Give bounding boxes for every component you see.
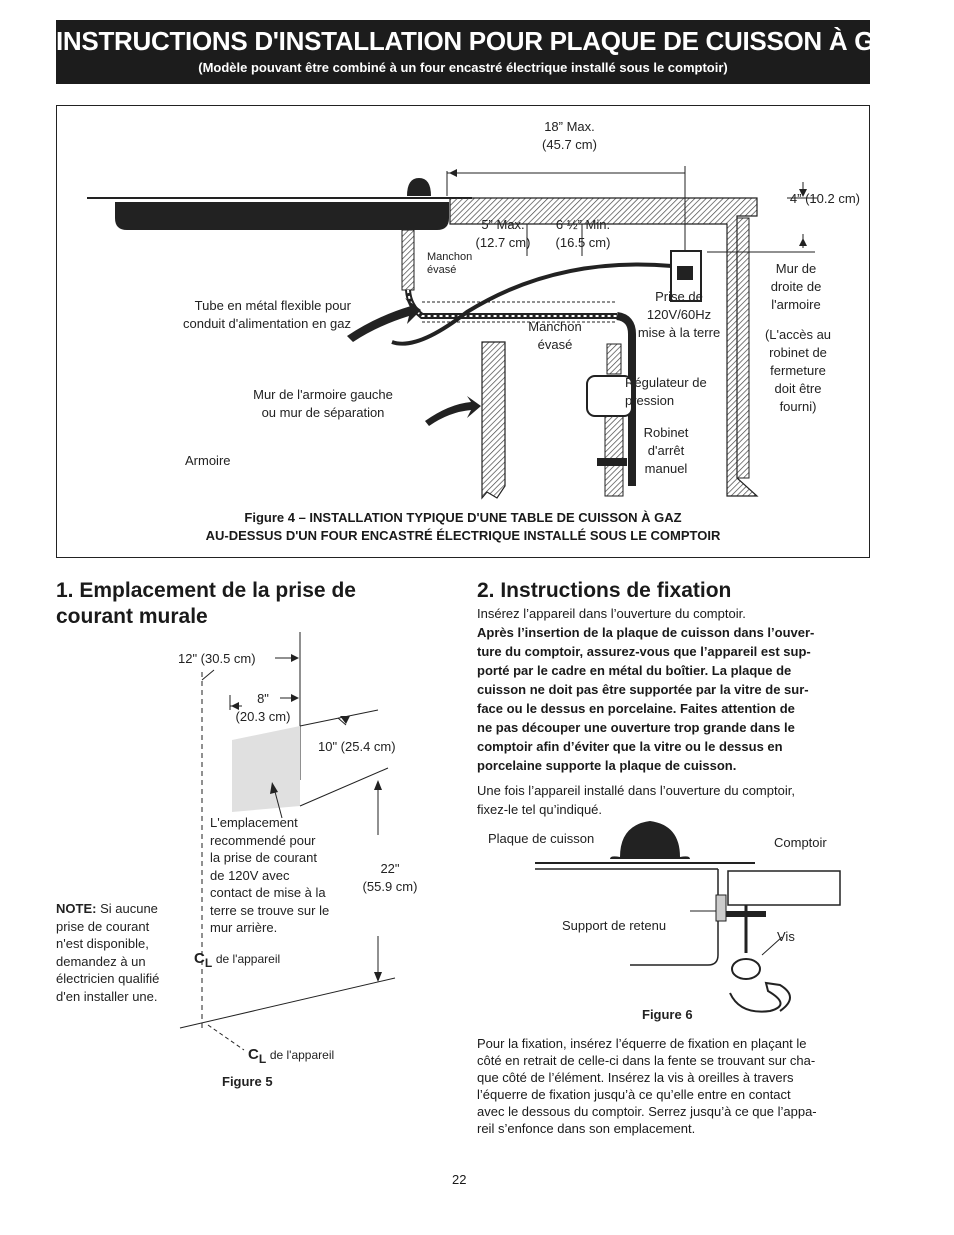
countertop-block — [727, 870, 841, 906]
dim-12-label: 12" (30.5 cm) — [178, 651, 256, 666]
dim-10-label: 10" (25.4 cm) — [318, 739, 396, 754]
dim-5-label: 5” Max.(12.7 cm) — [475, 217, 531, 250]
section-2-final-text: Pour la fixation, insérez l’équerre de f… — [477, 1036, 817, 1136]
thumb-screw — [731, 958, 761, 980]
fig6-countertop-label: Comptoir — [774, 835, 827, 850]
section-2-heading: 2. Instructions de fixation — [477, 579, 732, 602]
cooktop-body — [115, 202, 449, 230]
electrical-outlet — [670, 250, 702, 302]
figure-5-drawing — [179, 632, 396, 1051]
flare-fitting-1 — [401, 229, 415, 291]
figure-4-drawing — [87, 166, 817, 500]
recommended-outlet-zone — [232, 726, 300, 812]
dim-18-label: 18” Max.(45.7 cm) — [542, 119, 597, 152]
section-2-warning: Après l’insertion de la plaque de cuisso… — [477, 625, 815, 773]
figure-6-caption: Figure 6 — [642, 1007, 693, 1022]
note-label: NOTE: — [56, 901, 97, 916]
page-title: INSTRUCTIONS D'INSTALLATION POUR PLAQUE … — [56, 26, 909, 56]
cabinet-label: Armoire — [185, 453, 231, 468]
figure-4-installation: 18” Max.(45.7 cm) 4” (10.2 cm) 5” Max.(1… — [56, 105, 870, 558]
dim-6-label: 6 ½” Min.(16.5 cm) — [555, 217, 611, 250]
rotation-arrow — [729, 981, 791, 1013]
shutoff-valve — [597, 458, 627, 466]
power-cord — [391, 262, 673, 346]
figure-5-caption: Figure 5 — [222, 1074, 273, 1089]
tube-arrow — [347, 298, 421, 342]
left-cabinet-wall — [481, 341, 506, 500]
figure-6-drawing — [535, 821, 841, 1013]
note-text: NOTE: Si aucune prise de courant n'est d… — [56, 901, 160, 1004]
header-banner: INSTRUCTIONS D'INSTALLATION POUR PLAQUE … — [56, 20, 909, 84]
figure-4-caption: Figure 4 – INSTALLATION TYPIQUE D'UNE TA… — [205, 510, 721, 543]
right-cabinet-wall — [736, 217, 750, 479]
page-number: 22 — [452, 1172, 467, 1187]
fig6-bracket-label: Support de retenu — [562, 918, 667, 933]
section-2: 2. Instructions de fixation Insérez l’ap… — [477, 578, 877, 819]
centerline-label-1: CL de l'appareil — [194, 950, 281, 970]
recommended-outlet-text: L'emplacement recommendé pour la prise d… — [210, 815, 330, 935]
centerline-label-2: CL de l'appareil — [248, 1046, 335, 1066]
dim-4-label: 4” (10.2 cm) — [789, 191, 860, 206]
section-2-intro: Insérez l’appareil dans l’ouverture du c… — [477, 606, 746, 621]
cooktop-knob — [610, 821, 690, 859]
fig6-cooktop-label: Plaque de cuisson — [488, 831, 595, 846]
burner-knob — [407, 178, 431, 196]
section-2-after-text: Une fois l’appareil installé dans l’ouve… — [477, 783, 795, 817]
fig6-screw-label: Vis — [777, 929, 795, 944]
retaining-bracket — [715, 894, 727, 922]
countertop-hatched — [449, 197, 759, 497]
dim-8-label: 8"(20.3 cm) — [235, 691, 291, 724]
dim-22-label: 22"(55.9 cm) — [362, 861, 418, 894]
page-subtitle: (Modèle pouvant être combiné à un four e… — [198, 60, 728, 75]
wall-arrow — [425, 396, 481, 426]
